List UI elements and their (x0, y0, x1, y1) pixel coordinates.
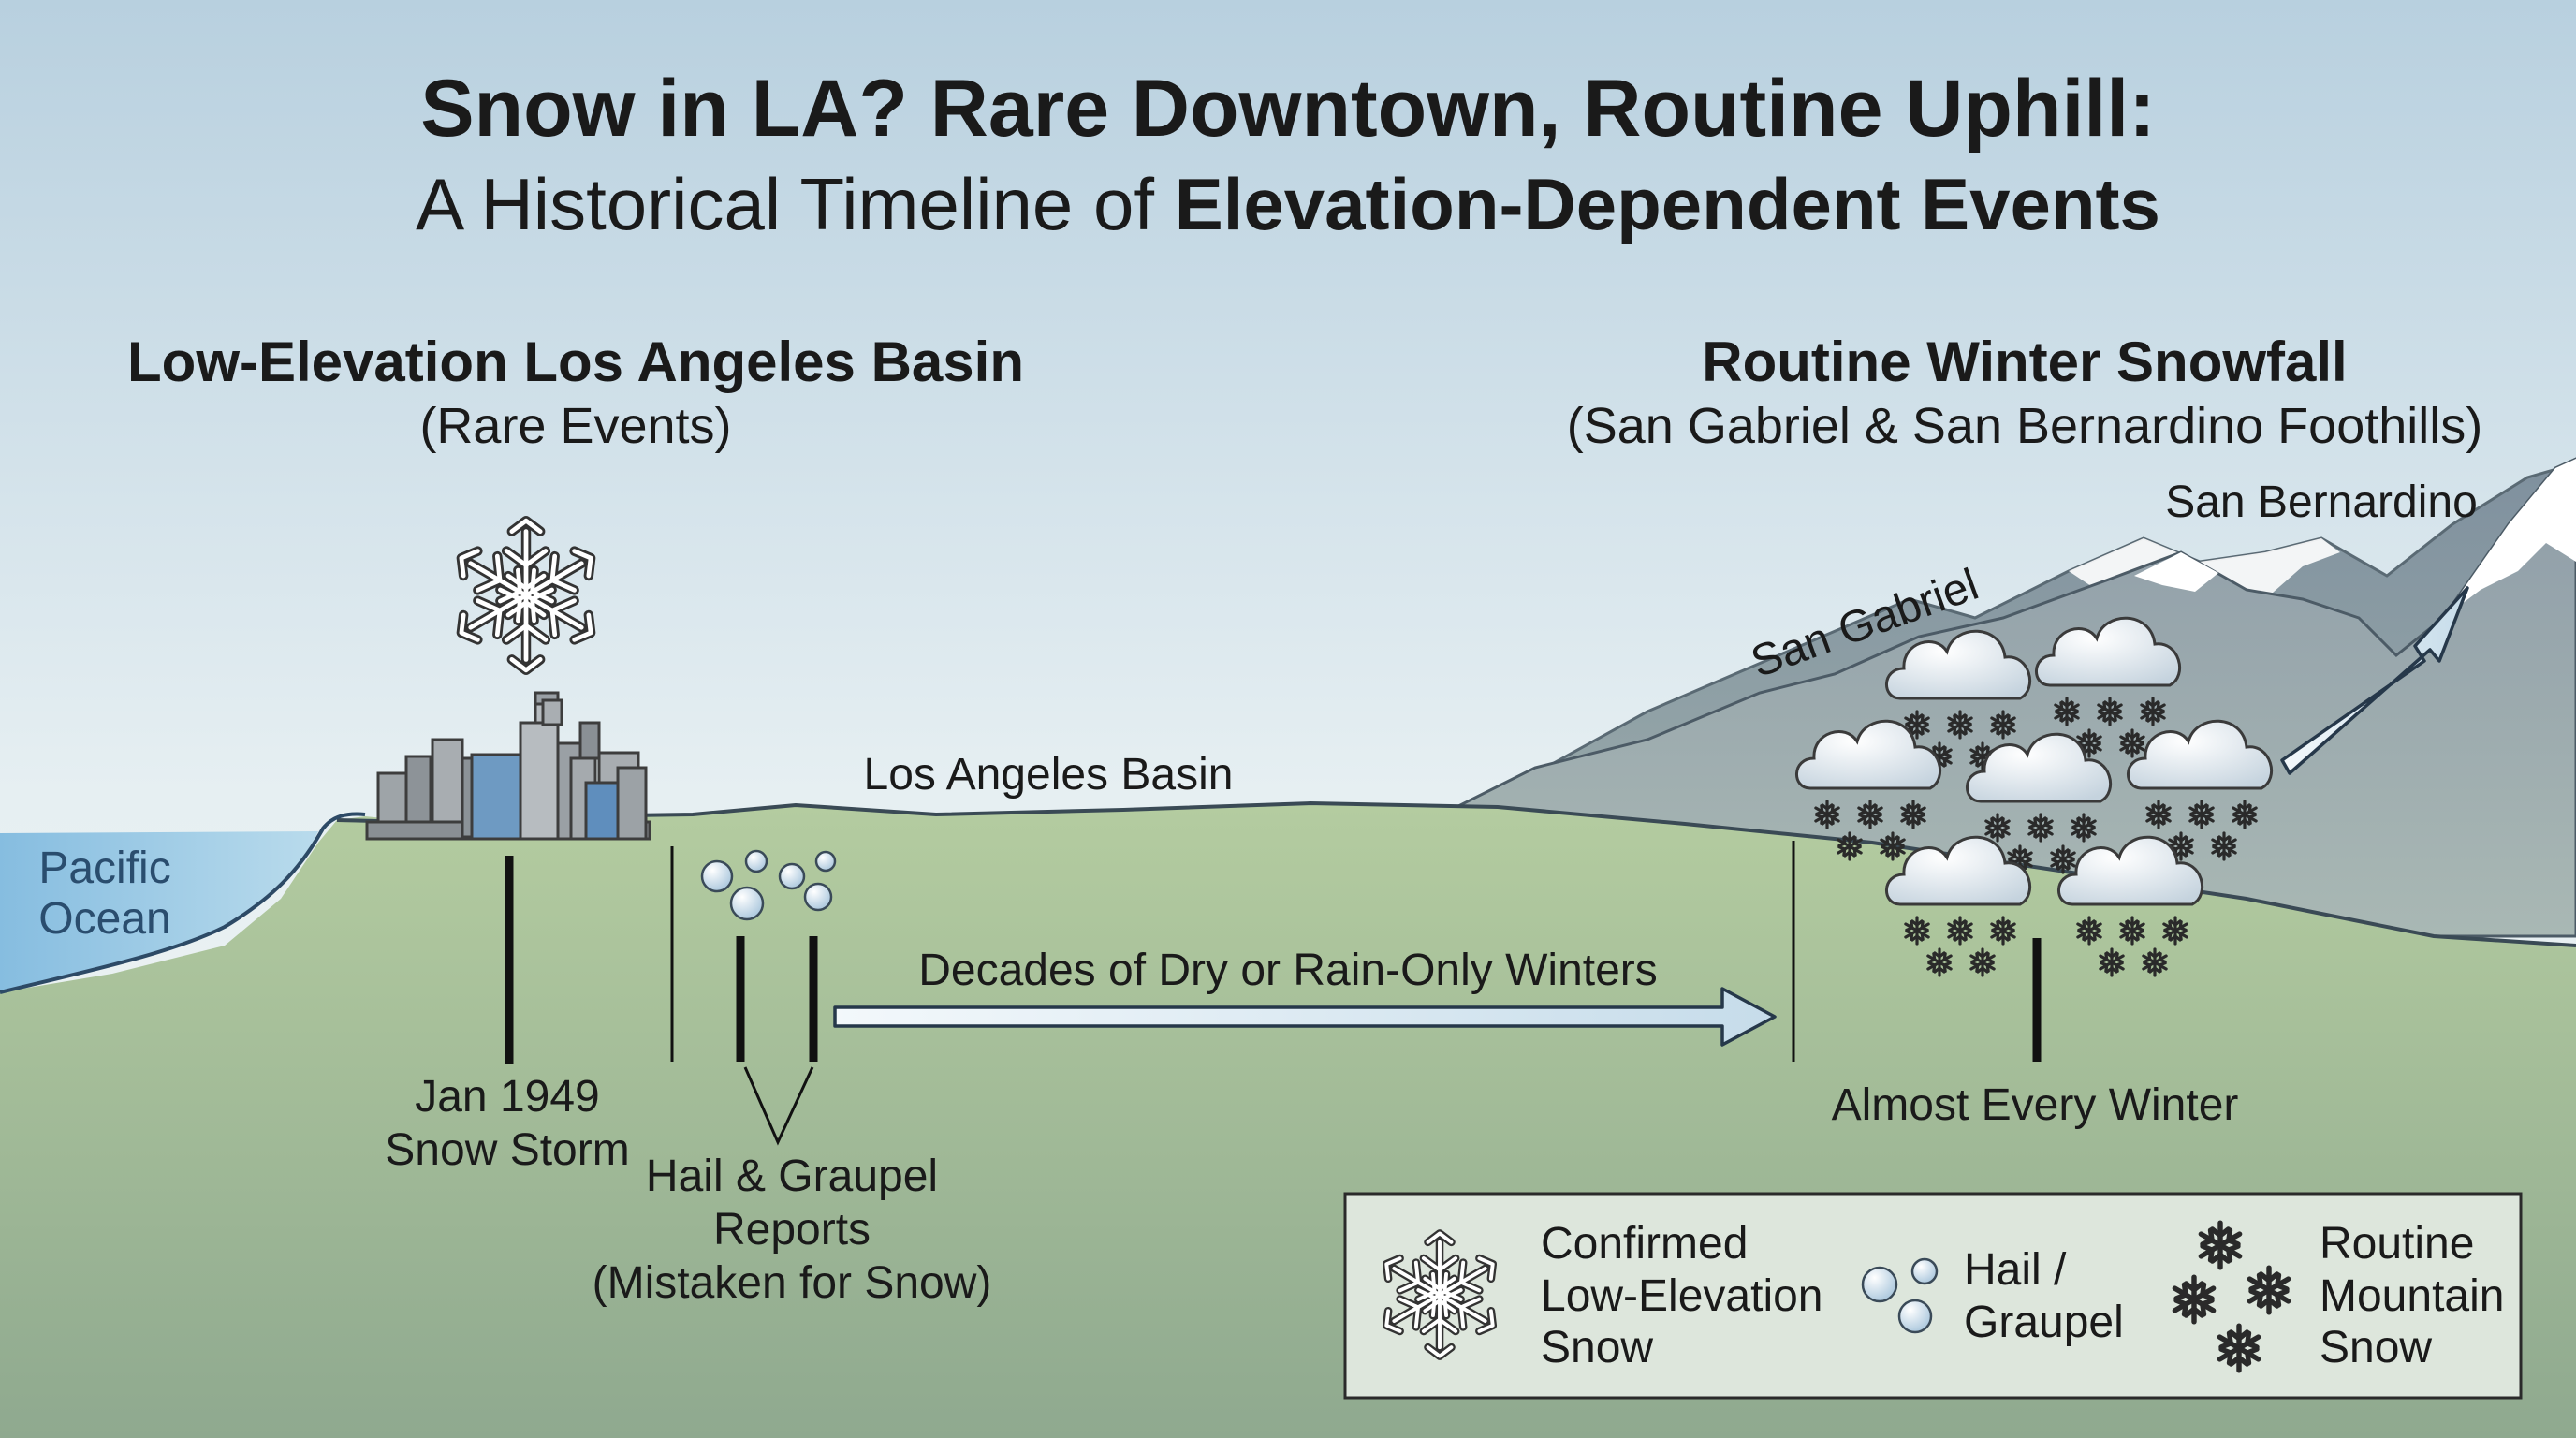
event-hail-line3: (Mistaken for Snow) (593, 1258, 992, 1308)
coastline (0, 812, 366, 994)
hail-pellets-icon (700, 849, 837, 921)
event-mountain-label: Almost Every Winter (1832, 1080, 2239, 1130)
event-1949-line1: Jan 1949 (415, 1072, 600, 1122)
right-section-subtitle: (San Gabriel & San Bernardino Foothills) (1567, 398, 2483, 454)
event-1949-line2: Snow Storm (385, 1125, 629, 1175)
ocean-label-line2: Ocean (38, 894, 170, 944)
dry-period-label: Decades of Dry or Rain-Only Winters (918, 946, 1658, 995)
legend-item3-line2: Mountain (2320, 1271, 2504, 1321)
event-hail-line1: Hail & Graupel (646, 1152, 938, 1201)
san-bernardino-label: San Bernardino (2165, 477, 2478, 527)
arrow-icon (2280, 586, 2469, 775)
left-section-subtitle: (Rare Events) (419, 398, 731, 454)
legend-item1-line2: Low-Elevation (1541, 1271, 1823, 1321)
legend-item3-line1: Routine (2320, 1219, 2474, 1269)
timeline-ticks (505, 841, 2042, 1064)
legend-box (1343, 1192, 2523, 1400)
subtitle: A Historical Timeline of Elevation-Depen… (416, 163, 2160, 245)
city-skyline-icon (365, 691, 651, 841)
main-title: Snow in LA? Rare Downtown, Routine Uphil… (420, 64, 2156, 154)
hail-pellets-icon (1861, 1257, 1939, 1334)
legend-item2-line1: Hail / (1964, 1245, 2067, 1295)
arrow-icon (833, 987, 1777, 1047)
legend: Confirmed Low-Elevation Snow Hail / Grau… (1343, 1192, 2523, 1400)
legend-item3-line3: Snow (2320, 1323, 2432, 1372)
legend-item2-line2: Graupel (1964, 1298, 2124, 1347)
right-section-title: Routine Winter Snowfall (1702, 330, 2347, 393)
snowcap (2134, 552, 2218, 592)
subtitle-normal: A Historical Timeline of (416, 163, 1175, 245)
legend-item1-line1: Confirmed (1541, 1219, 1748, 1269)
subtitle-bold: Elevation-Dependent Events (1175, 163, 2160, 245)
left-section-title: Low-Elevation Los Angeles Basin (127, 330, 1024, 393)
basin-label: Los Angeles Basin (864, 750, 1234, 800)
snowcap (2443, 459, 2576, 618)
legend-item1-line3: Snow (1541, 1323, 1653, 1372)
ocean-label-line1: Pacific (38, 844, 170, 893)
hail-connector (743, 1066, 814, 1146)
event-hail-line2: Reports (713, 1205, 871, 1255)
pacific-ocean (0, 831, 318, 992)
